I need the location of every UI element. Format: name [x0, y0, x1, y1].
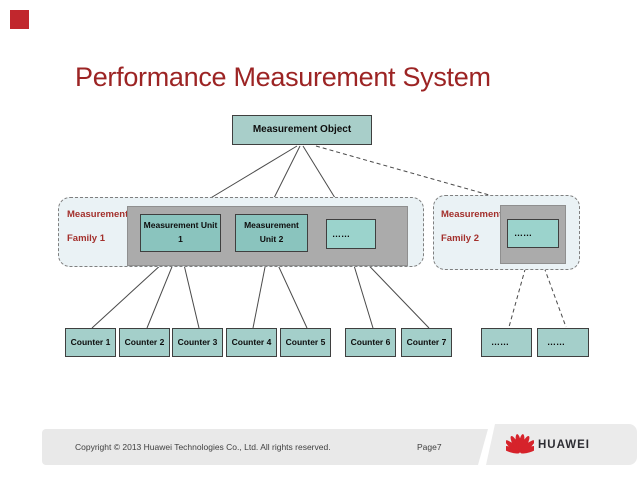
brand-bar: HUAWEI [486, 424, 637, 465]
counter2-box: Counter 2 [119, 328, 170, 357]
family2-label-line2: Family 2 [441, 233, 480, 244]
counter2-label: Counter 2 [124, 336, 165, 347]
unit-ellipsis-label: …… [332, 228, 350, 239]
counter6-box: Counter 6 [345, 328, 396, 357]
counter5-label: Counter 5 [285, 336, 326, 347]
counter-ellipsis1-box: …… [481, 328, 532, 357]
counter3-box: Counter 3 [172, 328, 223, 357]
unit2-label-line2: Unit 2 [259, 234, 284, 245]
counter4-box: Counter 4 [226, 328, 277, 357]
footer-bar: Copyright © 2013 Huawei Technologies Co.… [42, 429, 488, 465]
counter1-label: Counter 1 [70, 336, 111, 347]
family2-label-line1: Measurement [441, 209, 503, 220]
counter-ellipsis1-label: …… [491, 337, 509, 348]
footer-copyright: Copyright © 2013 Huawei Technologies Co.… [75, 442, 331, 452]
huawei-wordmark: HUAWEI [538, 438, 590, 451]
unit1-label-line1: Measurement Unit [143, 220, 218, 231]
footer-page-number: Page7 [417, 442, 442, 452]
accent-square [10, 10, 29, 29]
counter7-box: Counter 7 [401, 328, 452, 357]
slide-title: Performance Measurement System [75, 62, 491, 92]
family1-label-line1: Measurement [67, 209, 129, 220]
family2-unit-ellipsis-label: …… [514, 228, 532, 239]
family1-label-line2: Family 1 [67, 233, 106, 244]
unit2-label-line1: Measurement [244, 220, 299, 231]
counter-ellipsis2-label: …… [547, 337, 565, 348]
unit1-label-line2: 1 [178, 234, 183, 245]
measurement-unit2-box: Measurement Unit 2 [235, 214, 308, 252]
counter3-label: Counter 3 [177, 336, 218, 347]
counter1-box: Counter 1 [65, 328, 116, 357]
counter6-label: Counter 6 [350, 336, 391, 347]
measurement-unit1-box: Measurement Unit 1 [140, 214, 221, 252]
counter5-box: Counter 5 [280, 328, 331, 357]
unit-ellipsis-box: …… [326, 219, 376, 249]
huawei-flower-icon [506, 434, 534, 454]
measurement-object-box: Measurement Object [232, 115, 372, 145]
counter-ellipsis2-box: …… [537, 328, 589, 357]
family2-unit-ellipsis-box: …… [507, 219, 559, 248]
counter7-label: Counter 7 [406, 336, 447, 347]
counter4-label: Counter 4 [231, 336, 272, 347]
measurement-object-label: Measurement Object [252, 124, 352, 136]
